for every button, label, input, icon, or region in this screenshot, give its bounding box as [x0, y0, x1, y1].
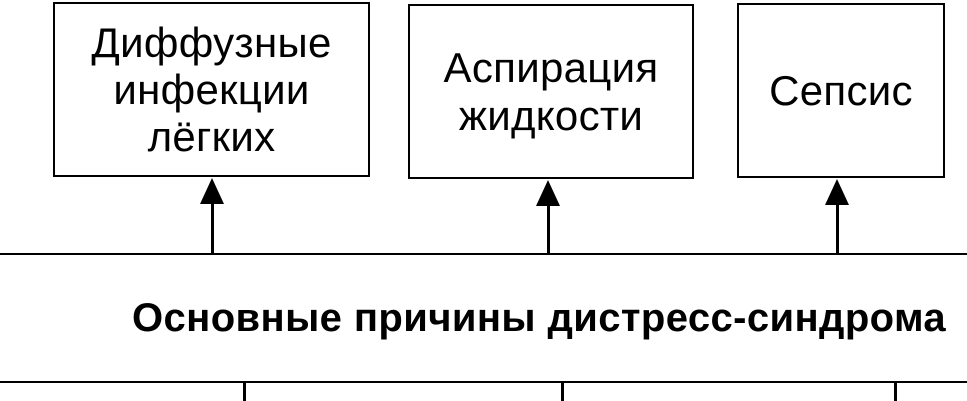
cause-box-diffuse-infections: Диффузные инфекции лёгких	[53, 2, 370, 177]
cause-box-sepsis: Сепсис	[737, 3, 945, 178]
connector-diffuse-infections	[211, 202, 214, 254]
cause-box-fluid-aspiration: Аспирация жидкости	[408, 4, 694, 179]
arrowhead-diffuse-infections	[200, 178, 224, 204]
lower-connector-center	[561, 382, 564, 401]
connector-fluid-aspiration	[547, 204, 550, 254]
cause-label-fluid-aspiration: Аспирация жидкости	[443, 44, 659, 139]
lower-connector-left	[243, 382, 246, 401]
main-causes-box: Основные причины дистресс-синдрома	[0, 253, 967, 383]
arrowhead-sepsis	[825, 179, 849, 205]
main-causes-label: Основные причины дистресс-синдрома	[132, 295, 947, 340]
arrowhead-fluid-aspiration	[536, 180, 560, 206]
cause-label-sepsis: Сепсис	[769, 66, 913, 114]
cause-label-diffuse-infections: Диффузные инфекции лёгких	[91, 18, 332, 161]
lower-connector-right	[894, 382, 897, 401]
connector-sepsis	[836, 203, 839, 254]
